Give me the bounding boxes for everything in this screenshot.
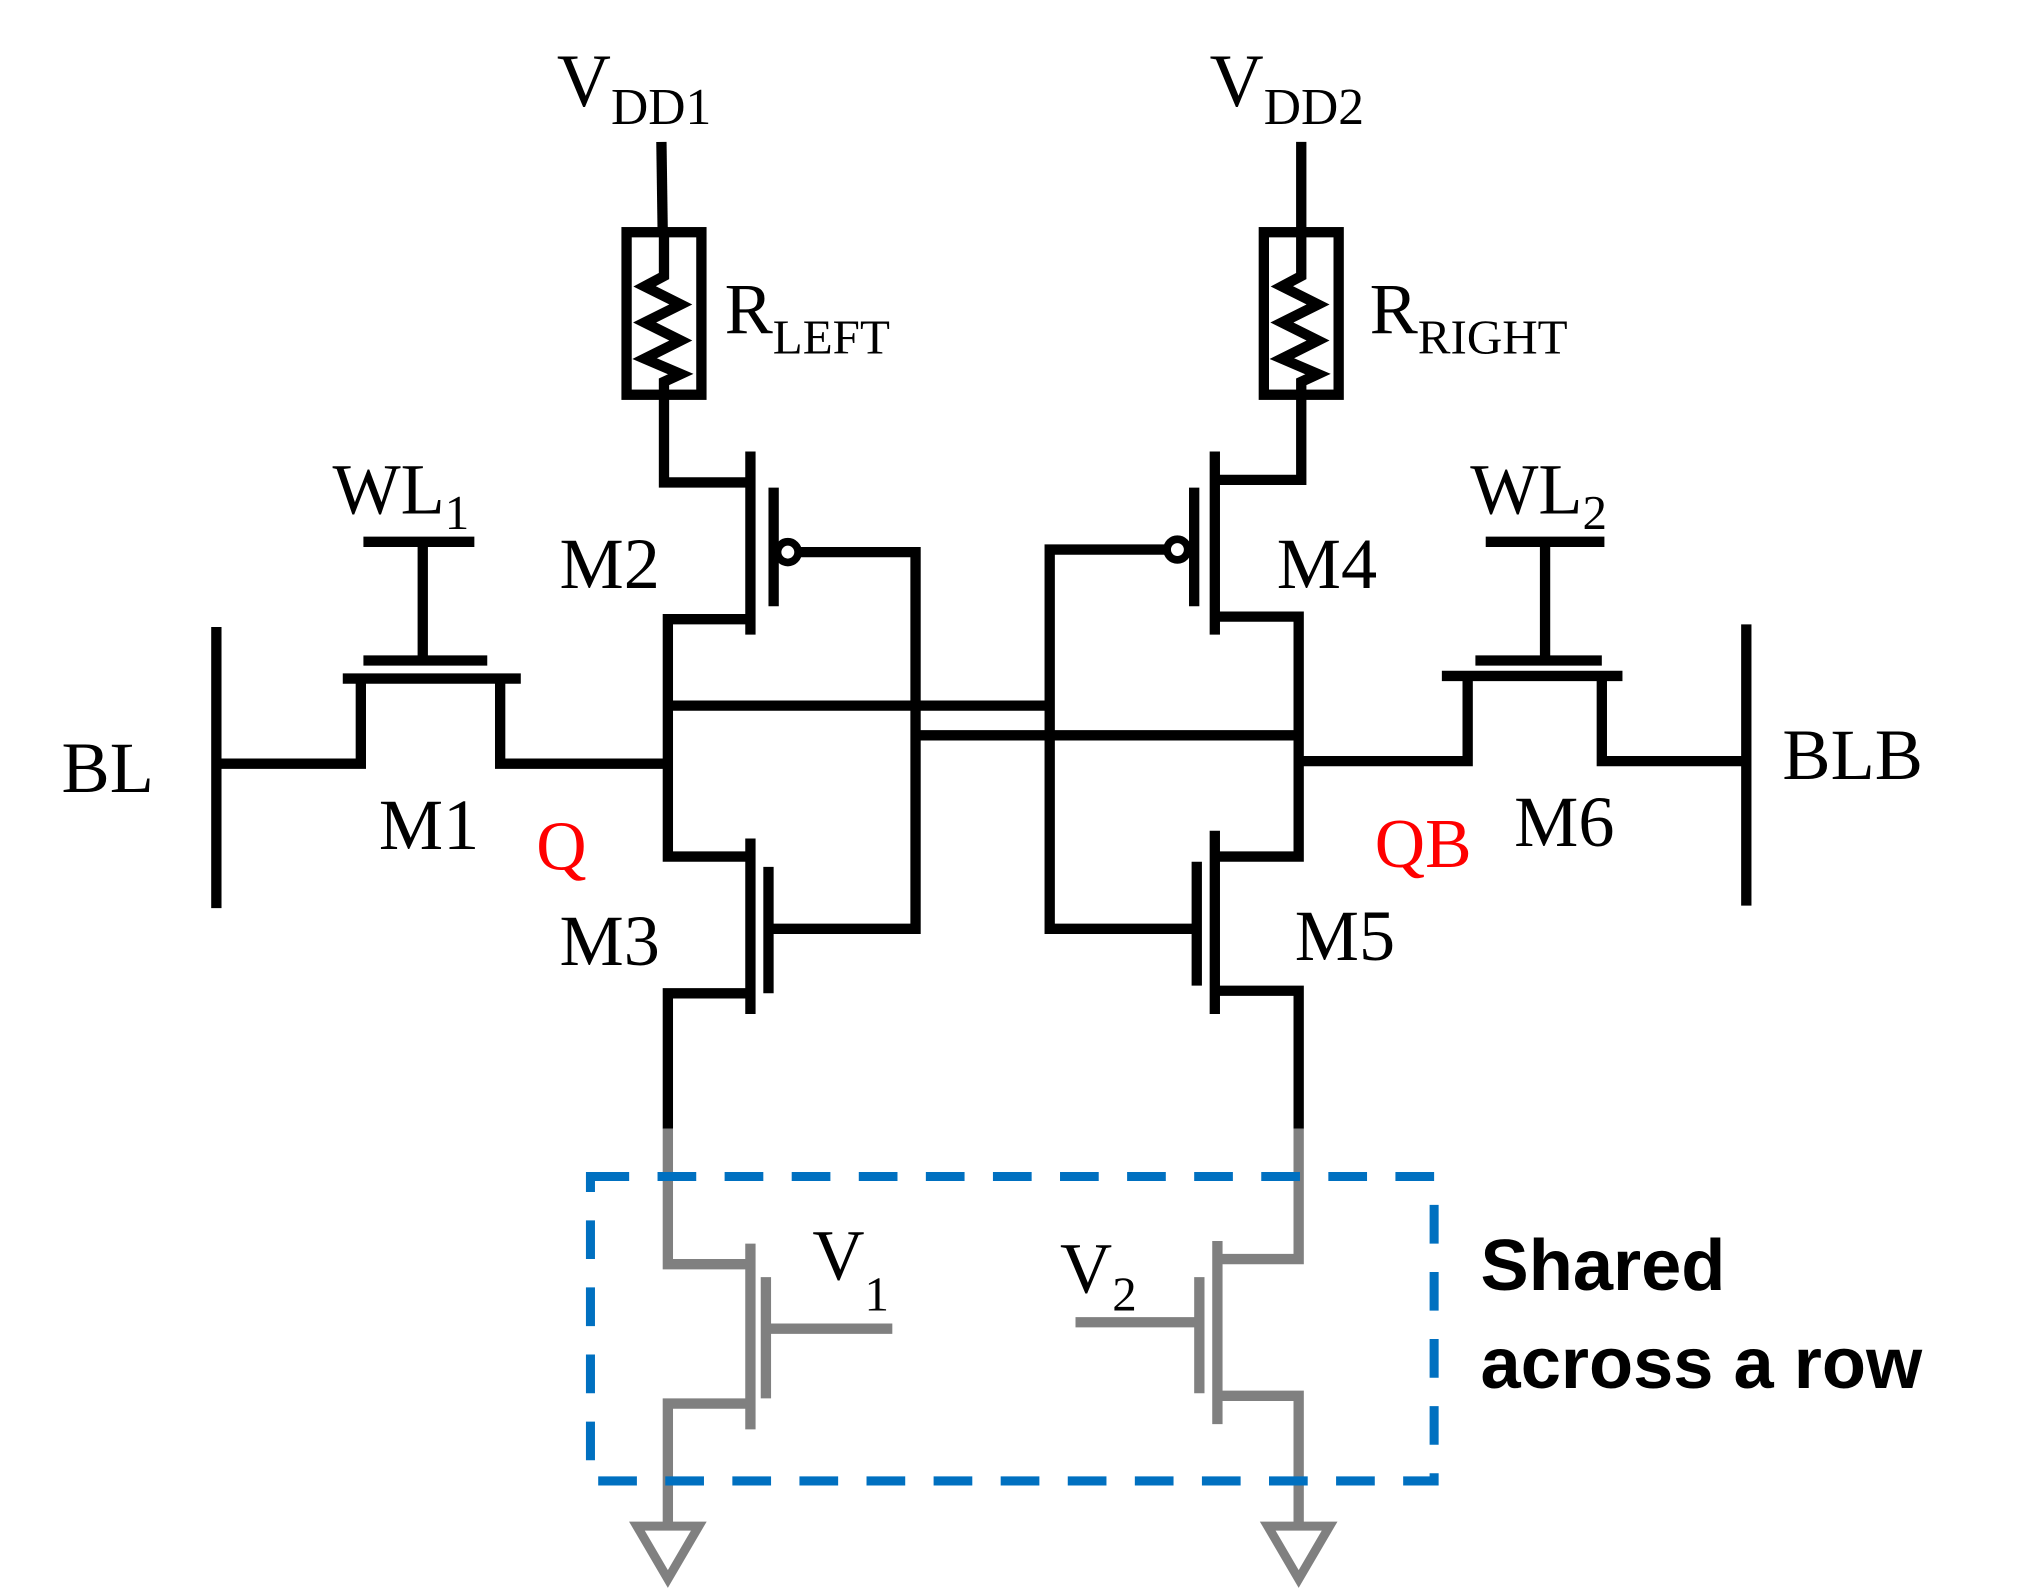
pmos-bubble-icon: [1163, 535, 1192, 564]
vdd2-label: VDD2: [1210, 40, 1364, 136]
resistor-right: RRIGHT: [1258, 227, 1568, 400]
m1-label: M1: [379, 785, 479, 865]
m4-label: M4: [1277, 524, 1377, 604]
shared-transistor-v1: V1: [629, 1128, 893, 1588]
shared-label-line1: Shared: [1481, 1226, 1726, 1306]
r-right-label: RRIGHT: [1370, 269, 1568, 365]
m5-label: M5: [1295, 896, 1395, 976]
ground-icon: [1259, 1521, 1338, 1588]
shared-region-box: [585, 1171, 1439, 1486]
shared-label-line2: across a row: [1481, 1324, 1923, 1404]
bl-label: BL: [62, 728, 154, 808]
pmos-bubble-icon: [773, 537, 803, 567]
transistor-m6: WL2 M6: [1298, 449, 1747, 862]
cross-coupling-wires: [667, 700, 1299, 741]
v2-label: V2: [1060, 1229, 1137, 1322]
blb-label: BLB: [1782, 715, 1922, 795]
transistor-m3: M3: [559, 838, 916, 1129]
vdd1-label: VDD1: [557, 40, 711, 136]
r-left-label: RLEFT: [725, 269, 890, 365]
m2-label: M2: [559, 524, 659, 604]
wl1-label: WL1: [332, 449, 469, 539]
m3-label: M3: [559, 901, 659, 981]
ground-icon: [629, 1521, 707, 1588]
node-qb-label: QB: [1375, 806, 1472, 883]
resistor-left: RLEFT: [621, 227, 890, 400]
node-q-label: Q: [536, 808, 586, 885]
m6-label: M6: [1514, 782, 1614, 862]
transistor-m2: M2: [559, 394, 921, 934]
v1-label: V1: [812, 1216, 889, 1322]
vdd1-supply: VDD1: [557, 40, 711, 233]
shared-transistor-v2: V2: [1060, 1128, 1338, 1588]
wl2-label: WL2: [1470, 449, 1607, 539]
transistor-m5: M5: [1049, 830, 1395, 1129]
transistor-m4: M4: [1044, 394, 1377, 934]
transistor-m1: WL1 M1: [218, 449, 668, 865]
vdd2-supply: VDD2: [1210, 40, 1364, 233]
